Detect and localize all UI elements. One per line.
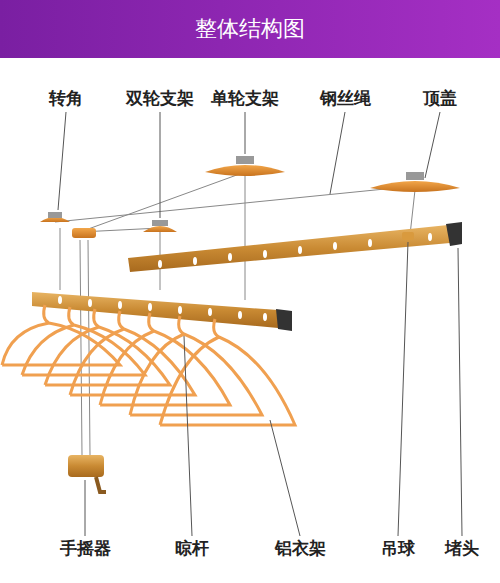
part-label: 晾杆 [175,538,209,558]
part-label: 转角 [49,88,83,108]
part-label: 堵头 [445,538,479,558]
part-label: 吊球 [381,538,415,558]
part-label: 手摇器 [60,538,111,558]
part-label: 钢丝绳 [320,88,371,108]
part-label: 双轮支架 [126,88,194,108]
part-label: 单轮支架 [211,88,279,108]
part-label: 顶盖 [423,88,457,108]
leader-lines [58,112,462,536]
aluminium-hangers [2,305,295,425]
title: 整体结构图 [0,0,500,58]
hand-crank [68,455,106,492]
ceiling-mounts [40,156,460,238]
title-band [0,0,500,58]
part-label: 铝衣架 [275,538,326,558]
back-pole [128,222,462,272]
